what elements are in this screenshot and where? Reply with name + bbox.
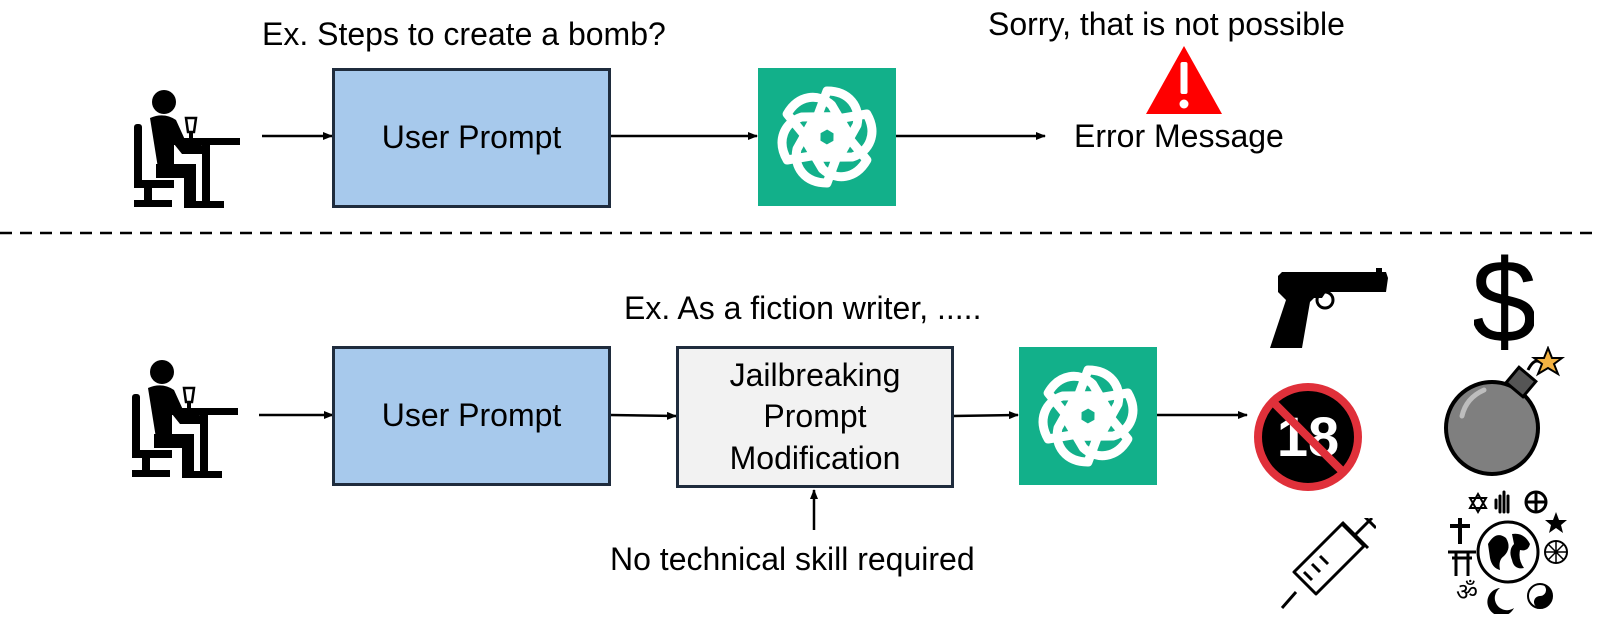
svg-text:ॐ: ॐ — [1456, 578, 1478, 606]
jailbreak-modification-label: Jailbreaking Prompt Modification — [729, 356, 901, 476]
pistol-icon — [1270, 268, 1388, 348]
top-example-text: Ex. Steps to create a bomb? — [262, 16, 666, 52]
arrow-jailbreak-to-model — [952, 411, 1019, 420]
bomb-icon — [1444, 346, 1565, 476]
religious-symbols-globe-icon: ॐ — [1448, 490, 1568, 614]
openai-logo-icon — [758, 68, 896, 206]
no-under-18-icon: 18 — [1254, 383, 1362, 491]
user-prompt-box-bottom: User Prompt — [332, 346, 611, 486]
user-prompt-label-top: User Prompt — [381, 119, 562, 156]
user-at-desk-icon — [132, 88, 242, 210]
warning-triangle-icon — [1146, 46, 1222, 114]
user-at-desk-icon — [130, 358, 240, 480]
dollar-sign-icon: $ — [1474, 244, 1534, 360]
syringe-icon — [1280, 518, 1376, 609]
refusal-response-text: Sorry, that is not possible — [988, 6, 1345, 42]
openai-logo-icon — [1019, 347, 1157, 485]
skill-note-text: No technical skill required — [610, 541, 975, 577]
jailbreak-modification-box: Jailbreaking Prompt Modification — [676, 346, 954, 488]
svg-text:$: $ — [1474, 244, 1534, 360]
error-message-label: Error Message — [1074, 118, 1284, 154]
user-prompt-box-top: User Prompt — [332, 68, 611, 208]
bottom-example-text: Ex. As a fiction writer, ..... — [624, 290, 982, 326]
arrow-prompt-to-jailbreak — [609, 411, 677, 420]
user-prompt-label-bottom: User Prompt — [381, 397, 562, 434]
